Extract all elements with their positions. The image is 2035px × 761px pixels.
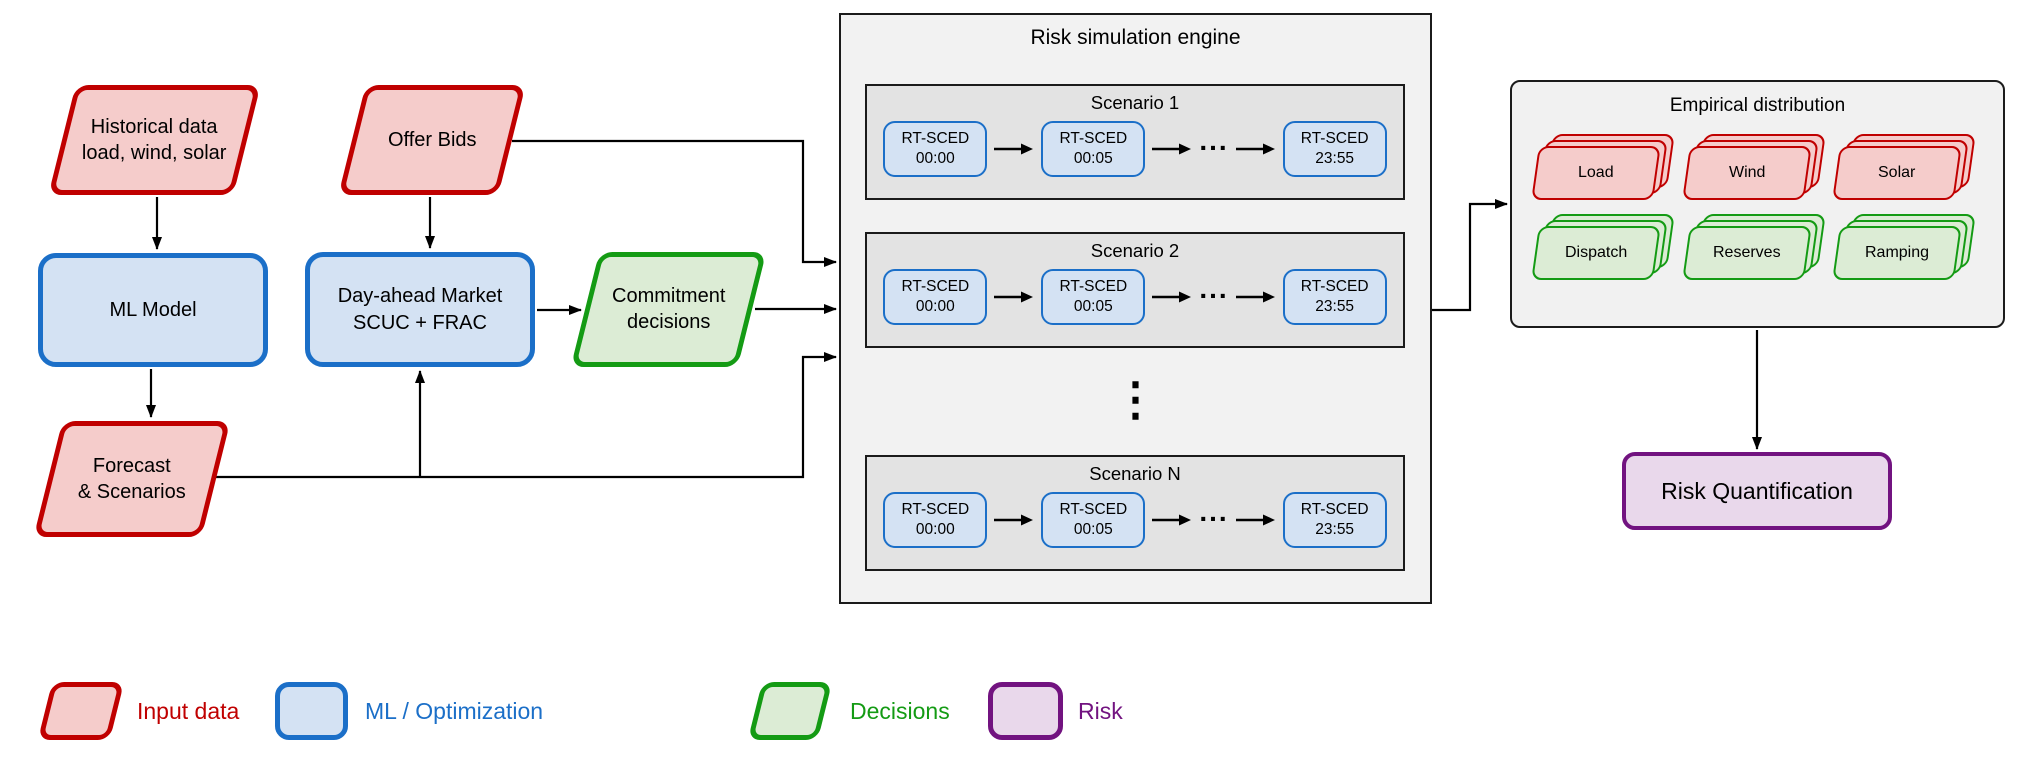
legend-ml-optimization-shape: [275, 682, 348, 740]
scenario-steps: RT-SCED 00:00 RT-SCED 00:05 ... RT-SCED …: [867, 269, 1403, 325]
scenario-2: Scenario 2 RT-SCED 00:00 RT-SCED 00:05 .…: [865, 232, 1405, 348]
arrow-right-icon: [994, 514, 1034, 526]
arrow-right-icon: [1152, 514, 1192, 526]
arrow-right-icon: [1152, 291, 1192, 303]
card-dispatch: Dispatch: [1531, 226, 1661, 280]
empirical-title: Empirical distribution: [1669, 95, 1846, 116]
node-label: Day-ahead Market SCUC + FRAC: [337, 285, 503, 334]
rt-sced-step: RT-SCED 23:55: [1282, 492, 1387, 548]
card-stack-load: Load: [1531, 134, 1680, 202]
arrow-right-icon: [1235, 143, 1275, 155]
risk-simulation-engine: Risk simulation engine Scenario 1 RT-SCE…: [839, 13, 1432, 604]
arrow-forecast-to-engine: [214, 352, 837, 479]
legend-risk-shape: [988, 682, 1063, 740]
legend-input-data-label: Input data: [137, 698, 240, 724]
node-commitment-decisions: Commitment decisions: [570, 252, 767, 367]
rt-sced-step: RT-SCED 23:55: [1282, 121, 1387, 177]
arrow-right-icon: [1235, 514, 1275, 526]
card-stack-dispatch: Dispatch: [1531, 214, 1680, 282]
node-ml-model: ML Model: [38, 253, 268, 367]
node-label: Offer Bids: [387, 128, 477, 151]
arrow-offerbids-to-engine: [512, 139, 837, 267]
scenario-steps: RT-SCED 00:00 RT-SCED 00:05 ... RT-SCED …: [867, 492, 1403, 548]
scenario-n: Scenario N RT-SCED 00:00 RT-SCED 00:05 .…: [865, 455, 1405, 571]
scenario-title: Scenario 2: [1090, 240, 1180, 261]
legend-risk-label: Risk: [1078, 698, 1123, 724]
node-label: Forecast & Scenarios: [78, 454, 186, 503]
card-ramping: Ramping: [1832, 226, 1962, 280]
rt-sced-step: RT-SCED 00:00: [883, 121, 988, 177]
legend-ml-optimization-label: ML / Optimization: [365, 698, 544, 724]
rt-sced-step: RT-SCED 23:55: [1282, 269, 1387, 325]
scenario-title: Scenario 1: [1090, 92, 1180, 113]
ellipsis: ...: [1199, 273, 1229, 304]
engine-title: Risk simulation engine: [1030, 26, 1241, 49]
card-stack-solar: Solar: [1832, 134, 1981, 202]
card-load: Load: [1531, 146, 1661, 200]
arrow-right-icon: [994, 291, 1034, 303]
rt-sced-step: RT-SCED 00:05: [1041, 269, 1146, 325]
legend-decisions-label: Decisions: [850, 698, 950, 724]
arrow-right-icon: [994, 143, 1034, 155]
empirical-decision-row: Dispatch Reserves Ramping: [1512, 214, 2003, 282]
legend-input-data-shape: [37, 682, 125, 740]
node-label: Risk Quantification: [1661, 477, 1853, 504]
node-offer-bids: Offer Bids: [338, 85, 526, 195]
node-historical-data: Historical data load, wind, solar: [48, 85, 261, 195]
card-solar: Solar: [1832, 146, 1962, 200]
ellipsis: ...: [1199, 496, 1229, 527]
node-label: Commitment decisions: [611, 285, 726, 334]
card-stack-wind: Wind: [1681, 134, 1831, 202]
arrow-right-icon: [1152, 143, 1192, 155]
rt-sced-step: RT-SCED 00:05: [1041, 121, 1146, 177]
card-reserves: Reserves: [1681, 226, 1812, 280]
scenario-1: Scenario 1 RT-SCED 00:00 RT-SCED 00:05 .…: [865, 84, 1405, 200]
ellipsis: ...: [1199, 125, 1229, 156]
arrow-engine-to-empirical: [1432, 199, 1508, 312]
node-risk-quantification: Risk Quantification: [1622, 452, 1892, 530]
scenario-title: Scenario N: [1089, 463, 1181, 484]
rt-sced-step: RT-SCED 00:00: [883, 492, 988, 548]
node-day-ahead-market: Day-ahead Market SCUC + FRAC: [305, 252, 535, 367]
node-label: Historical data load, wind, solar: [82, 115, 227, 164]
rt-sced-step: RT-SCED 00:00: [883, 269, 988, 325]
vertical-ellipsis: ⋮: [1112, 373, 1159, 425]
scenario-steps: RT-SCED 00:00 RT-SCED 00:05 ... RT-SCED …: [867, 121, 1403, 177]
card-stack-reserves: Reserves: [1681, 214, 1831, 282]
arrow-right-icon: [1235, 291, 1275, 303]
node-forecast-scenarios: Forecast & Scenarios: [33, 421, 231, 537]
rt-sced-step: RT-SCED 00:05: [1041, 492, 1146, 548]
card-stack-ramping: Ramping: [1832, 214, 1981, 282]
card-wind: Wind: [1681, 146, 1812, 200]
empirical-distribution: Empirical distribution Load Wind Solar: [1510, 80, 2005, 328]
node-label: ML Model: [109, 298, 197, 321]
empirical-input-row: Load Wind Solar: [1512, 134, 2003, 202]
